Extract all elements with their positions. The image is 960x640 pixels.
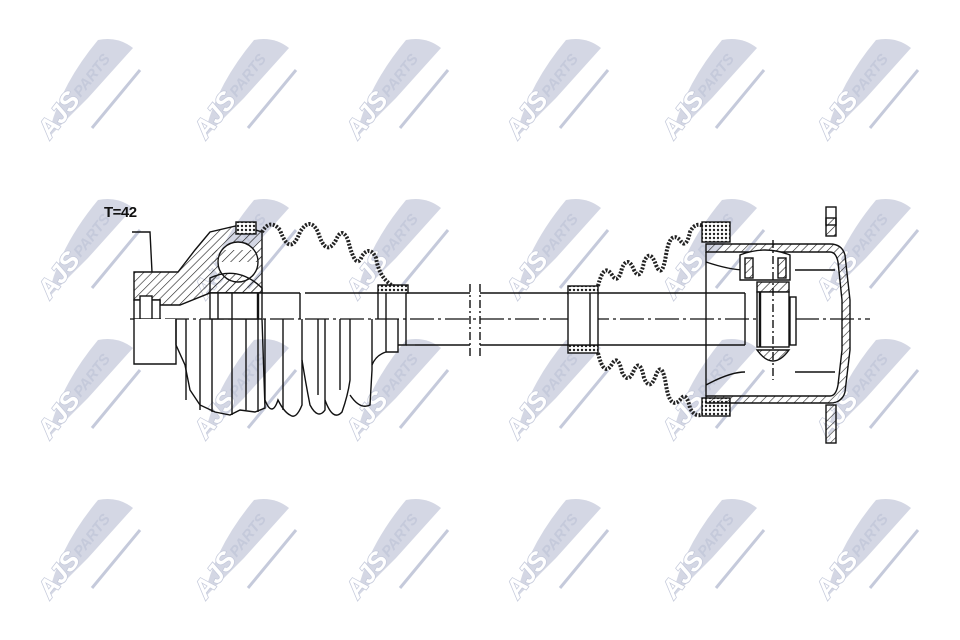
inner-boot [567, 221, 745, 418]
inner-tripod-joint [705, 206, 851, 444]
outer-cv-joint [132, 221, 266, 416]
shaft [406, 284, 570, 356]
dimension-label-t42: T=42 [104, 204, 137, 221]
outer-boot [260, 222, 415, 417]
